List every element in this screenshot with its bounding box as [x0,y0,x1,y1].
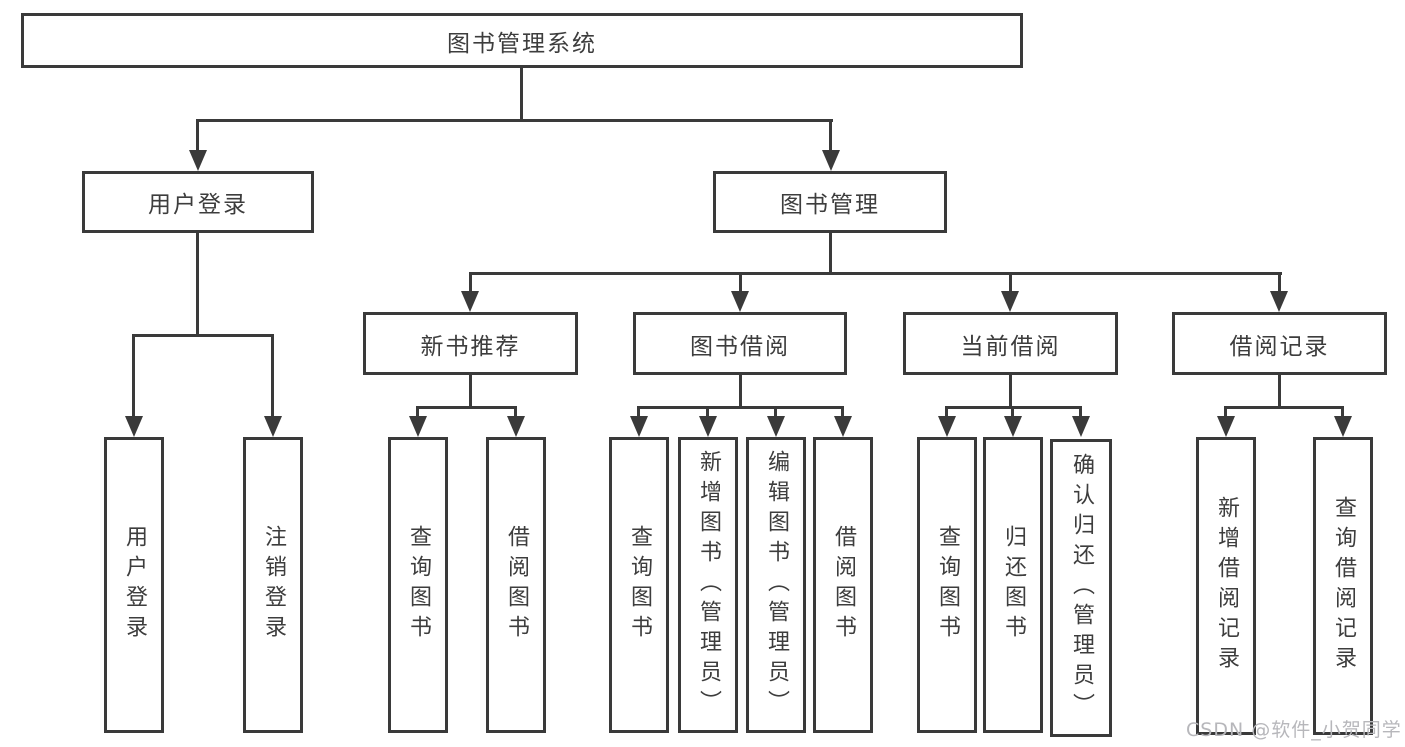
leaf-user-login-label: 用户登录 [122,525,147,645]
connector-userlogin-drop [196,233,199,337]
leaf-cb-query-book: 查询图书 [917,437,977,733]
leaf-rec-query-book-label: 查询图书 [406,525,431,645]
arrowhead-rec-query [409,416,427,437]
connector-bookmgmt-rail [469,272,1282,275]
arrowhead-cb-query [938,416,956,437]
arrowhead-cb-return [1004,416,1022,437]
leaf-br-query-record-label: 查询借阅记录 [1331,496,1356,676]
node-current-borrow-label: 当前借阅 [960,333,1061,360]
node-user-login: 用户登录 [82,171,314,233]
leaf-bb-edit-book: 编辑图书（管理员） [746,437,806,733]
leaf-cb-confirm-return: 确认归还（管理员） [1050,439,1112,737]
leaf-bb-borrow-book-label: 借阅图书 [831,525,856,645]
leaf-logout: 注销登录 [243,437,303,733]
leaf-bb-add-book-label: 新增图书（管理员） [696,450,721,720]
node-new-book-recommend: 新书推荐 [363,312,578,375]
connector-stem-new-book-recommend [469,272,472,293]
connector-root-rail [197,119,833,122]
arrowhead-leaf-user-login [125,416,143,437]
csdn-watermark: CSDN @软件_小贺同学 [1186,719,1402,741]
connector-stem-borrow-records [1278,272,1281,293]
leaf-bb-query-book: 查询图书 [609,437,669,733]
connector-bookmgmt-drop [829,233,832,275]
leaf-br-add-record-label: 新增借阅记录 [1214,496,1239,676]
connector-recommend-drop [469,375,472,408]
node-book-borrow-label: 图书借阅 [690,333,790,360]
connector-stem-user-login [196,119,199,152]
leaf-br-query-record: 查询借阅记录 [1313,437,1373,735]
node-book-borrow: 图书借阅 [633,312,847,375]
node-root-label: 图书管理系统 [447,30,597,57]
connector-stem-cb-confirm [1079,406,1082,418]
leaf-rec-borrow-book: 借阅图书 [486,437,546,733]
node-book-management-label: 图书管理 [780,192,880,218]
connector-records-rail [1224,406,1344,409]
arrowhead-bb-query [630,416,648,437]
arrowhead-leaf-logout [264,416,282,437]
connector-stem-rec-query [416,406,419,418]
leaf-rec-borrow-book-label: 借阅图书 [504,525,529,645]
arrowhead-bb-borrow [834,416,852,437]
node-root: 图书管理系统 [21,13,1023,68]
connector-stem-cb-return [1011,406,1014,418]
node-new-book-recommend-label: 新书推荐 [420,333,521,360]
connector-records-drop [1278,375,1281,408]
connector-stem-book-borrow [739,272,742,293]
connector-recommend-rail [416,406,517,409]
connector-userlogin-rail [132,334,274,337]
leaf-user-login: 用户登录 [104,437,164,733]
connector-stem-leaf-user-login [132,334,135,417]
arrowhead-book-borrow [731,291,749,312]
leaf-cb-return-book: 归还图书 [983,437,1043,733]
arrowhead-cb-confirm [1072,416,1090,437]
arrowhead-bb-add [699,416,717,437]
connector-stem-bb-edit [774,406,777,418]
connector-stem-bb-add [706,406,709,418]
arrowhead-rec-borrow [507,416,525,437]
arrowhead-new-book-recommend [461,291,479,312]
arrowhead-bb-edit [767,416,785,437]
node-current-borrow: 当前借阅 [903,312,1118,375]
connector-stem-rec-borrow [514,406,517,418]
leaf-cb-query-book-label: 查询图书 [935,525,960,645]
leaf-cb-confirm-return-label: 确认归还（管理员） [1069,453,1094,723]
leaf-bb-edit-book-label: 编辑图书（管理员） [764,450,789,720]
connector-stem-br-query [1341,406,1344,418]
leaf-logout-label: 注销登录 [261,525,286,645]
connector-root-drop [520,68,523,121]
connector-stem-br-add [1224,406,1227,418]
arrowhead-user-login [189,150,207,171]
connector-stem-bb-query [637,406,640,418]
connector-stem-cb-query [945,406,948,418]
node-book-management: 图书管理 [713,171,947,233]
arrowhead-current-borrow [1001,291,1019,312]
arrowhead-borrow-records [1270,291,1288,312]
leaf-bb-add-book: 新增图书（管理员） [678,437,738,733]
connector-bookborrow-drop [739,375,742,408]
node-user-login-label: 用户登录 [148,192,248,218]
leaf-bb-query-book-label: 查询图书 [627,525,652,645]
connector-bookborrow-rail [637,406,844,409]
arrowhead-br-query [1334,416,1352,437]
connector-stem-current-borrow [1009,272,1012,293]
connector-stem-book-management [829,119,832,152]
leaf-br-add-record: 新增借阅记录 [1196,437,1256,735]
connector-stem-leaf-logout [271,334,274,417]
arrowhead-br-add [1217,416,1235,437]
connector-currentborrow-drop [1009,375,1012,408]
arrowhead-book-management [822,150,840,171]
leaf-rec-query-book: 查询图书 [388,437,448,733]
node-borrow-records: 借阅记录 [1172,312,1387,375]
node-borrow-records-label: 借阅记录 [1229,333,1330,360]
leaf-cb-return-book-label: 归还图书 [1001,525,1026,645]
leaf-bb-borrow-book: 借阅图书 [813,437,873,733]
connector-stem-bb-borrow [841,406,844,418]
